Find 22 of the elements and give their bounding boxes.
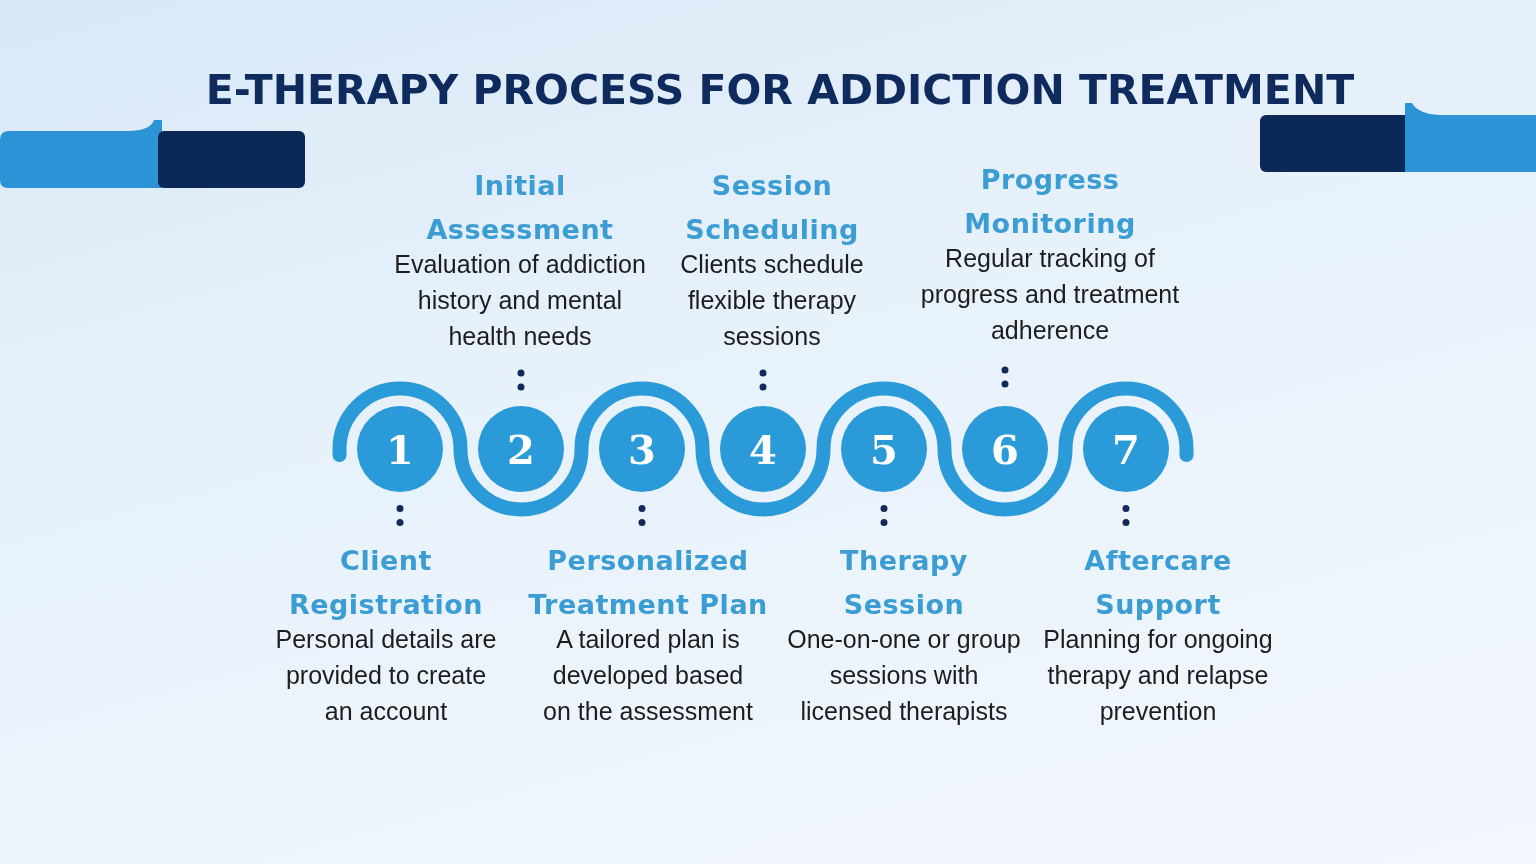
step-number-circle: 6 — [962, 406, 1048, 492]
step-description: One-on-one or group sessions with licensed therapists — [786, 624, 1022, 727]
step-heading: Personalized Treatment Plan — [527, 544, 769, 622]
page-title: E-THERAPY PROCESS FOR ADDICTION TREATMENT — [205, 65, 1355, 116]
step-number-circle: 4 — [720, 406, 806, 492]
step-description: Personal details are provided to create an account — [274, 624, 498, 727]
step-number-circle: 5 — [841, 406, 927, 492]
step-description: Evaluation of addiction history and mental health needs — [393, 249, 647, 352]
step-heading: Client Registration — [287, 544, 485, 622]
step-description: Regular tracking of progress and treatment adherence — [919, 243, 1181, 346]
step-description: Clients schedule flexible therapy sessions — [679, 249, 865, 352]
step-number-circle: 7 — [1083, 406, 1169, 492]
step-heading: Aftercare Support — [1083, 544, 1233, 622]
step-description: Planning for ongoing therapy and relapse prevention — [1042, 624, 1274, 727]
step-description: A tailored plan is developed based on the assessment — [542, 624, 754, 727]
step-heading: Therapy Session — [839, 544, 969, 622]
step-number-circle: 3 — [599, 406, 685, 492]
step-number-circle: 2 — [478, 406, 564, 492]
step-heading: Session Scheduling — [684, 169, 860, 247]
step-heading: Progress Monitoring — [963, 163, 1137, 241]
step-heading: Initial Assessment — [425, 169, 615, 247]
step-number-circle: 1 — [357, 406, 443, 492]
